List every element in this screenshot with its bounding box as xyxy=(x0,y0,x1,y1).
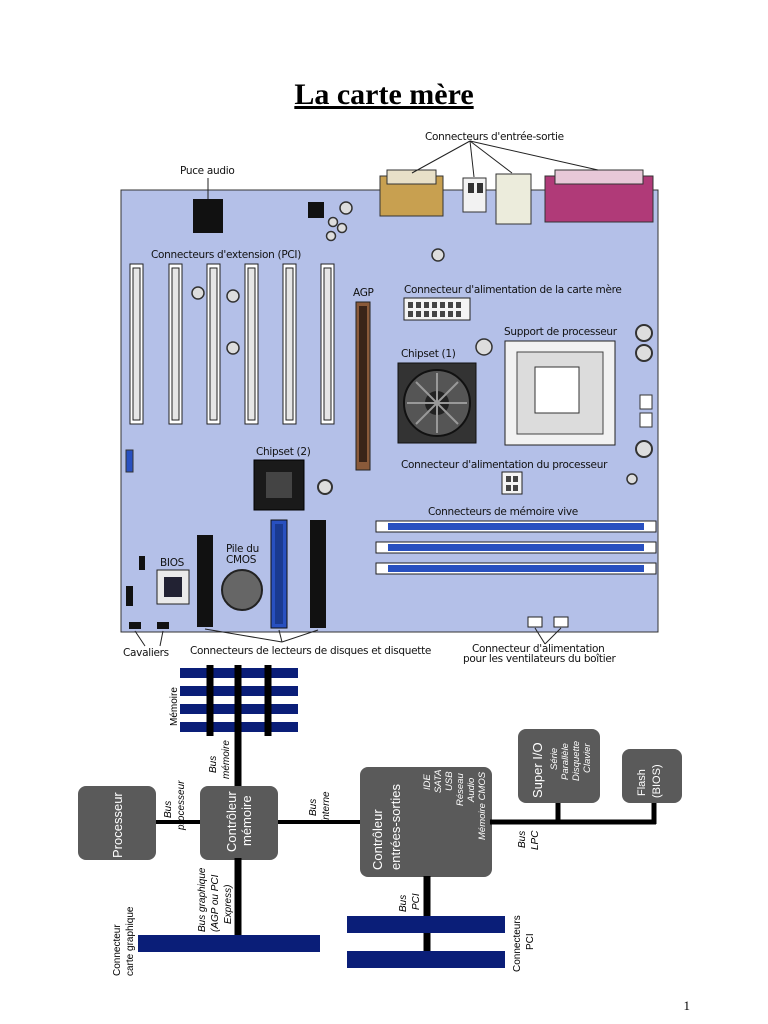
fan-power-connector-1 xyxy=(527,616,543,628)
jumpers-label: Cavaliers xyxy=(123,647,169,659)
power-connector-label: Connecteur d'alimentation de la carte mè… xyxy=(404,284,622,296)
flash-bios-label: (BIOS) xyxy=(651,764,663,798)
motherboard-diagram: Connecteurs d'entrée-sortie Puce audio C… xyxy=(120,131,659,665)
audio-chip xyxy=(193,199,223,233)
cpu-power-connector xyxy=(501,471,523,495)
memory-controller-box xyxy=(200,786,278,860)
floppy-connector xyxy=(197,535,213,627)
audio-chip-label: Puce audio xyxy=(180,165,234,177)
drive-connectors-label: Connecteurs de lecteurs de disques et di… xyxy=(190,645,431,657)
pci-connectors-label-2: PCI xyxy=(525,933,536,950)
cmos-label-2: CMOS xyxy=(226,554,257,566)
page-number: 1 xyxy=(683,998,691,1013)
io-item-reseau: Réseau xyxy=(455,773,466,806)
flash-bios-box xyxy=(622,749,682,803)
pci-slots-label: Connecteurs d'extension (PCI) xyxy=(151,249,301,261)
graphics-card-connector xyxy=(138,935,320,952)
bus-pci-label-1: Bus xyxy=(398,895,409,912)
ide-connector-2 xyxy=(310,520,326,628)
cpu-power-label: Connecteur d'alimentation du processeur xyxy=(401,459,608,471)
chipset1-label: Chipset (1) xyxy=(401,348,456,360)
memory-controller-label-2: mémoire xyxy=(239,795,254,846)
flash-label: Flash xyxy=(636,769,648,796)
memory-label: Mémoire xyxy=(169,687,180,726)
bus-processor-label-2: processeur xyxy=(176,780,187,831)
fan-power-connector-2 xyxy=(553,616,569,628)
bus-internal-label-1: Bus xyxy=(308,799,319,816)
super-io-item-disquette: Disquette xyxy=(571,741,582,781)
super-io-label: Super I/O xyxy=(530,742,545,798)
jumper-1 xyxy=(129,622,141,629)
bus-processor-label-1: Bus xyxy=(163,801,174,818)
bus-internal-label-2: interne xyxy=(321,791,332,822)
bus-memory-label-2: mémoire xyxy=(221,740,232,779)
super-io-item-parallele: Parallèle xyxy=(560,743,571,780)
bios-label: BIOS xyxy=(160,557,185,569)
super-io-item-serie: Série xyxy=(549,748,560,770)
chipset2-label: Chipset (2) xyxy=(256,446,311,458)
jumper-2 xyxy=(157,622,169,629)
io-item-usb: USB xyxy=(444,771,455,791)
graphics-connector-label-1: Connecteur xyxy=(112,924,123,976)
io-item-audio: Audio xyxy=(466,778,477,803)
page-title: La carte mère xyxy=(294,78,474,111)
agp-label: AGP xyxy=(353,287,374,299)
bus-lpc-label-1: Bus xyxy=(517,831,528,848)
io-controller-box xyxy=(360,767,492,877)
io-item-ide: IDE xyxy=(422,774,433,791)
cmos-label-1: Pile du xyxy=(226,543,259,555)
ram-slots-label: Connecteurs de mémoire vive xyxy=(428,506,578,518)
pci-connector-slots xyxy=(347,916,505,968)
bus-graphics-label-2: (AGP ou PCI xyxy=(210,874,221,932)
fan-power-label-2: pour les ventilateurs du boîtier xyxy=(463,653,617,665)
network-connector xyxy=(495,173,532,225)
bus-graphics-label-1: Bus graphique xyxy=(197,867,208,932)
processor-label: Processeur xyxy=(110,792,125,858)
bus-pci-label-2: PCI xyxy=(411,893,422,910)
memory-controller-label-1: Contrôleur xyxy=(224,791,239,852)
cmos-battery xyxy=(221,569,263,611)
processor-box xyxy=(78,786,156,860)
cpu-socket-label: Support de processeur xyxy=(504,326,618,338)
pci-connectors-label-1: Connecteurs xyxy=(512,915,523,972)
bus-lpc-label-2: LPC xyxy=(530,830,541,850)
small-chip xyxy=(308,202,324,218)
io-item-sata: SATA xyxy=(433,770,444,793)
ram-slots xyxy=(375,520,657,575)
graphics-connector-label-2: carte graphique xyxy=(125,906,136,976)
bus-memory-label-1: Bus xyxy=(208,756,219,773)
io-connectors-label: Connecteurs d'entrée-sortie xyxy=(425,131,564,143)
io-controller-label-1: Contrôleur xyxy=(370,809,385,870)
super-io-box xyxy=(518,729,600,803)
fan-power-label-1: Connecteur d'alimentation xyxy=(472,643,605,655)
bus-graphics-label-3: Express) xyxy=(223,885,234,924)
io-item-cmos: Mémoire CMOS xyxy=(477,771,488,840)
super-io-item-clavier: Clavier xyxy=(582,743,593,773)
pci-slots xyxy=(129,263,335,425)
bus-diagram: Mémoire Bus mémoire Processeur Bus proce… xyxy=(78,665,682,976)
io-controller-label-2: entrées-sorties xyxy=(388,784,403,870)
